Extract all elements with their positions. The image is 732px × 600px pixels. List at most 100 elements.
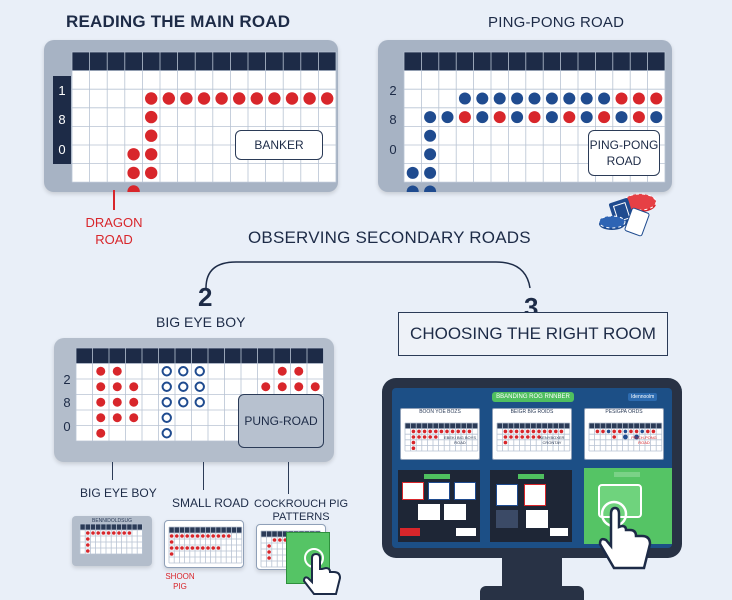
banker-tag: BANKER xyxy=(235,130,323,160)
road-ring xyxy=(161,381,172,392)
main-road-heading: READING THE MAIN ROAD xyxy=(66,12,291,31)
road-bead xyxy=(122,531,126,535)
game-tile[interactable] xyxy=(398,470,480,542)
grid-background xyxy=(72,52,336,183)
side-number: 8 xyxy=(63,395,71,411)
road-bead xyxy=(411,440,416,445)
dragon-road-pointer xyxy=(113,190,115,210)
main-road-side-index: 1 8 0 xyxy=(53,76,71,164)
grid-header xyxy=(497,423,570,429)
road-bead xyxy=(623,434,628,440)
road-bead xyxy=(458,111,471,124)
road-bead xyxy=(411,446,416,450)
side-number: 0 xyxy=(63,418,71,434)
road-bead xyxy=(127,531,132,535)
road-ring xyxy=(178,397,189,408)
road-bead xyxy=(554,429,558,434)
road-bead xyxy=(511,111,524,124)
road-bead xyxy=(321,92,334,105)
road-bead xyxy=(180,92,193,105)
road-bead xyxy=(545,92,558,105)
side-number: 8 xyxy=(389,112,397,128)
road-bead xyxy=(509,429,513,434)
road-bead xyxy=(190,546,195,550)
pung-road-tag: PUNG-ROAD xyxy=(238,394,324,448)
road-bead xyxy=(476,92,489,105)
road-bead xyxy=(424,166,437,179)
road-bead xyxy=(277,366,287,376)
road-bead xyxy=(285,92,299,105)
room-panel[interactable]: BEIGR BIG ROIDS KENYBOXER CRONTAY xyxy=(492,408,572,460)
road-bead xyxy=(145,92,158,105)
grid-header xyxy=(404,52,665,71)
road-bead xyxy=(615,92,628,105)
screen-corner-badge: Idennoolm xyxy=(628,393,658,401)
grid-header xyxy=(589,423,662,429)
big-eye-side-index: 2 8 0 xyxy=(58,368,76,438)
road-bead xyxy=(211,546,215,550)
road-bead xyxy=(215,92,228,105)
road-bead xyxy=(559,429,564,434)
side-number: 2 xyxy=(389,83,397,99)
road-bead xyxy=(261,382,271,392)
step-3-title: CHOOSING THE RIGHT ROOM xyxy=(410,324,656,343)
road-bead xyxy=(175,546,179,550)
mini-board-grid xyxy=(168,526,243,564)
road-bead xyxy=(503,440,508,445)
road-bead xyxy=(101,531,106,535)
road-bead xyxy=(520,429,524,434)
connector-arc xyxy=(205,261,531,289)
road-bead xyxy=(640,429,644,434)
game-tile[interactable] xyxy=(490,470,572,542)
road-bead xyxy=(632,111,645,124)
pointer-line xyxy=(112,462,113,480)
road-bead xyxy=(441,111,454,124)
side-number: 0 xyxy=(389,141,397,157)
road-bead xyxy=(537,429,541,434)
road-bead xyxy=(96,531,100,535)
room-panel[interactable]: BOON YOE BOZS EBEKI BIG BOYS ROAD xyxy=(400,408,480,460)
side-number: 8 xyxy=(58,112,66,128)
road-bead xyxy=(493,111,506,124)
road-bead xyxy=(411,435,416,439)
secondary-roads-heading: OBSERVING SECONDARY ROADS xyxy=(248,228,531,247)
room-panel-note: KENYBOXER CRONTAY xyxy=(539,435,565,445)
road-bead xyxy=(450,429,455,434)
monitor-stand xyxy=(502,558,562,588)
step-2-number: 2 xyxy=(198,282,213,312)
road-bead xyxy=(520,435,524,439)
road-bead xyxy=(86,537,90,541)
road-bead xyxy=(294,382,304,392)
road-bead xyxy=(216,534,221,538)
road-bead xyxy=(503,435,508,439)
road-bead xyxy=(129,397,139,407)
side-number: 2 xyxy=(63,372,71,388)
road-bead xyxy=(514,435,519,439)
road-bead xyxy=(129,413,139,423)
road-bead xyxy=(531,429,536,434)
road-bead xyxy=(127,148,140,161)
road-bead xyxy=(96,366,106,376)
road-bead xyxy=(509,435,513,439)
road-bead xyxy=(145,166,158,180)
road-bead xyxy=(612,429,616,434)
road-bead xyxy=(233,92,246,105)
road-bead xyxy=(190,534,195,538)
road-bead xyxy=(169,546,174,550)
road-bead xyxy=(268,92,281,105)
mini-board-small-road xyxy=(164,520,244,568)
road-bead xyxy=(458,92,471,105)
big-eye-boy-grid xyxy=(75,347,324,442)
road-ring xyxy=(194,366,205,377)
tap-hand-icon xyxy=(598,500,652,570)
road-bead xyxy=(96,382,106,392)
room-panel[interactable]: PESIGPA ORDS PRICH-PONG ROAD xyxy=(584,408,664,460)
room-panel-grid xyxy=(588,422,663,452)
road-bead xyxy=(606,429,611,434)
road-bead xyxy=(195,546,200,550)
road-bead xyxy=(493,92,506,105)
road-bead xyxy=(216,546,221,550)
road-bead xyxy=(180,534,184,538)
road-bead xyxy=(277,382,287,392)
cockroach-pig-label: COCKROUCH PIG PATTERNS xyxy=(254,498,349,523)
